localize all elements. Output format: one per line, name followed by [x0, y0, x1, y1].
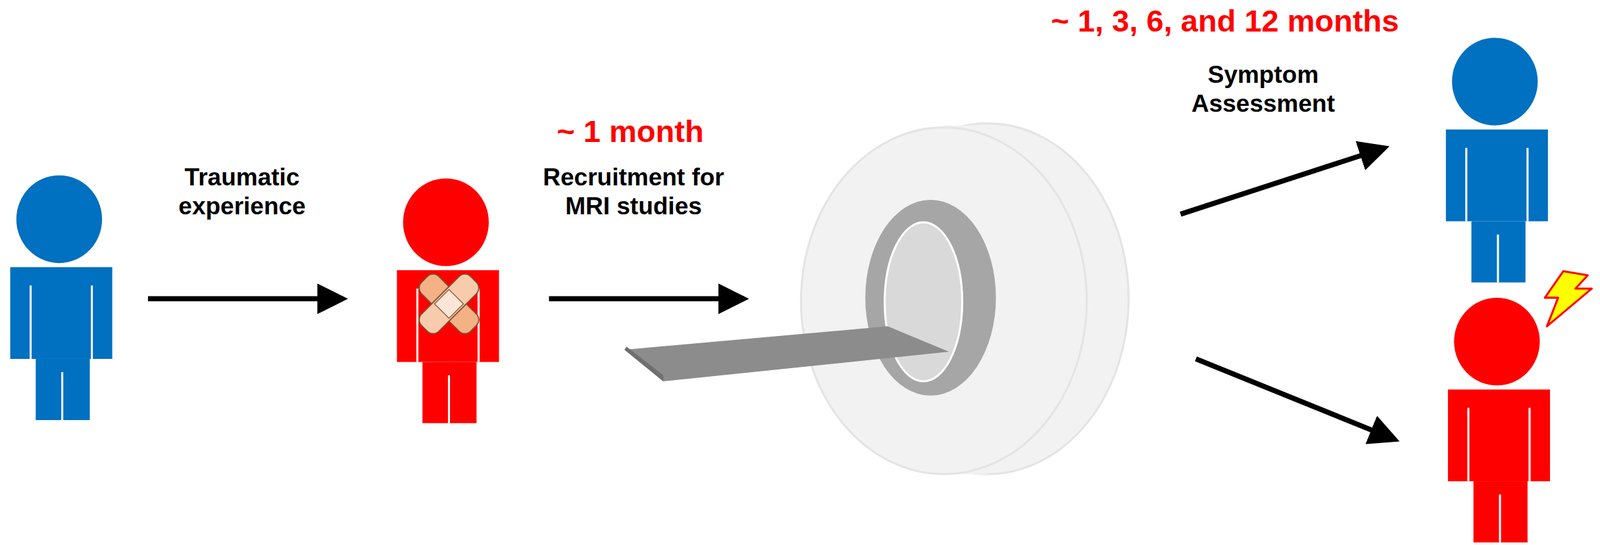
person-injured [396, 178, 499, 424]
step-label: Traumatic experience [146, 163, 338, 222]
bandage [415, 271, 483, 338]
lightning-bolt [1544, 271, 1592, 327]
person-healthy [10, 175, 113, 421]
step-label: Symptom Assessment [1167, 60, 1359, 120]
arrows [148, 148, 1395, 441]
time-label: ~ 1 month [492, 113, 769, 150]
person-recovered [1446, 37, 1549, 283]
time-label: ~ 1, 3, 6, and 12 months [928, 2, 1522, 40]
step-label: Recruitment for MRI studies [525, 163, 743, 222]
person-symptomatic [1448, 298, 1550, 543]
